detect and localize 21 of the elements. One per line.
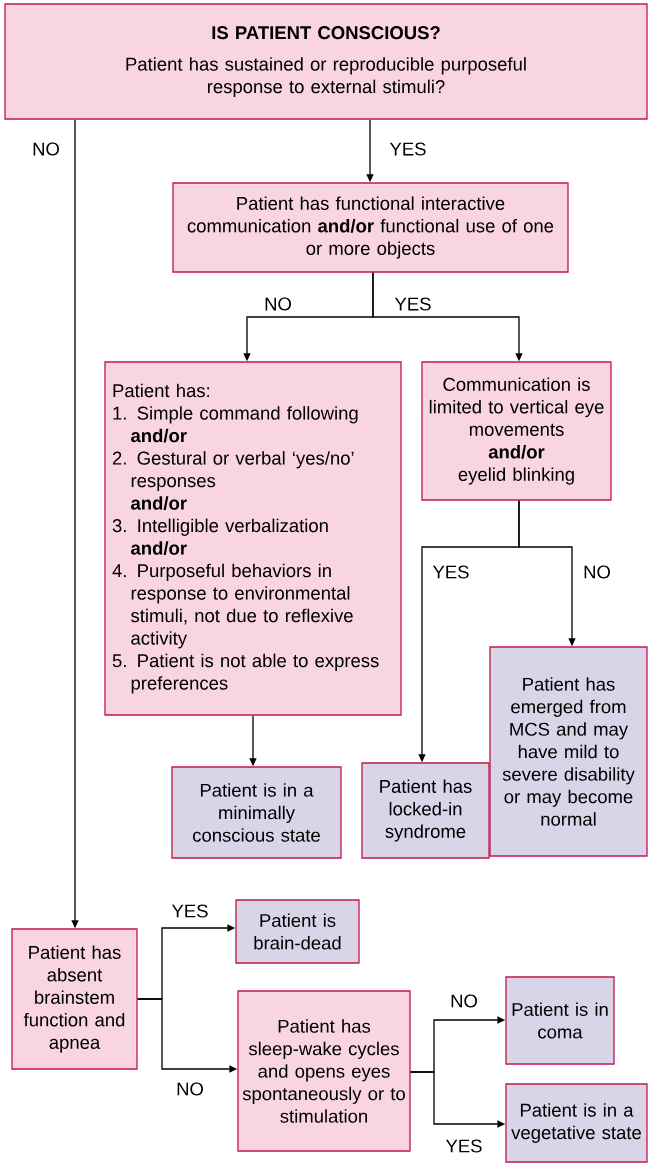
edge-label: YES	[445, 1139, 482, 1153]
question-box: IS PATIENT CONSCIOUS? Patient has sustained or reproducible purposeful response to external stimuli?	[4, 3, 648, 120]
outcome-box: Patient is in coma	[505, 976, 615, 1065]
edge-label: YES	[389, 142, 426, 156]
decision-box: Patient has absent brainstem function and apnea	[11, 928, 138, 1070]
decision-box: Patient has functional interactive communication and/or functional use of one or more objects	[172, 182, 569, 273]
decision-box: Patient has sleep-wake cycles and opens eyes spontaneously or to stimulation	[237, 990, 411, 1152]
edge-label: NO	[584, 565, 610, 579]
criteria-box: Patient has: 1. Simple command following and/or 2. Gestural or verbal ‘yes/no’ responses and/or 3. Intelligible verbalization and/or 4. Purposeful behaviors in response to environmental stimuli, not due to reflexive activity 5. Patient is not able to express preferences	[104, 361, 402, 716]
edge-label: YES	[171, 904, 208, 918]
edge-label: NO	[33, 142, 59, 156]
outcome-box: Patient is brain-dead	[235, 899, 360, 964]
edge-label: NO	[265, 297, 291, 311]
decision-box: Communication is limited to vertical eye movements and/or eyelid blinking	[421, 361, 612, 501]
edge-label: YES	[432, 565, 469, 579]
outcome-box: Patient is in a vegetative state	[505, 1083, 648, 1163]
outcome-box: Patient is in a minimally conscious state	[171, 766, 342, 859]
edge-label: YES	[394, 297, 431, 311]
outcome-box: Patient has locked-in syndrome	[361, 762, 490, 859]
edge-label: NO	[177, 1082, 203, 1096]
edge-label: NO	[451, 994, 477, 1008]
